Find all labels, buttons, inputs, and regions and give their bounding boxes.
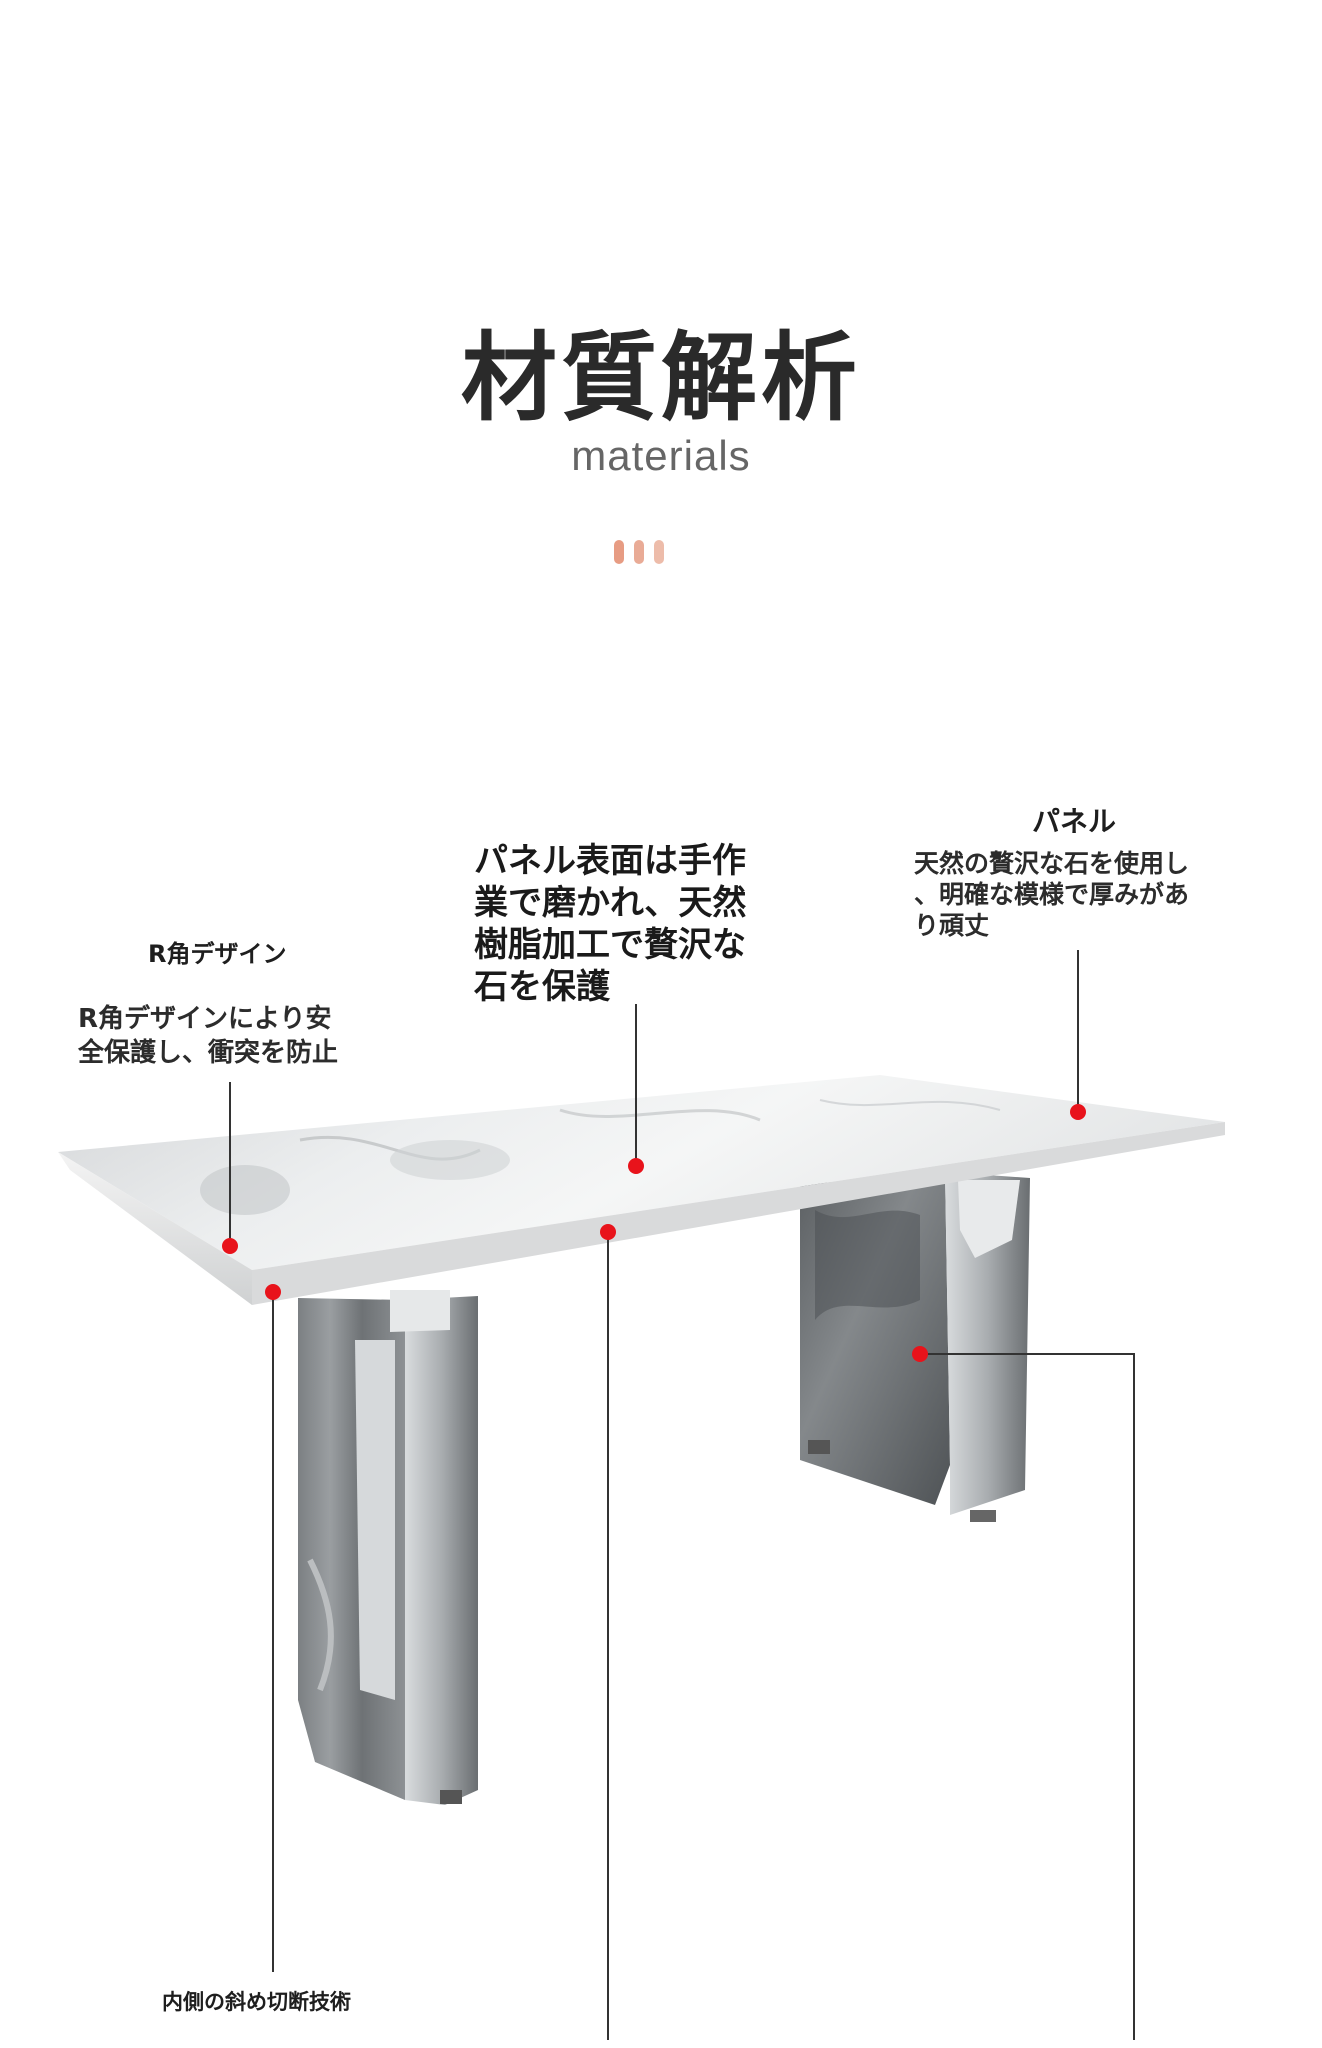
marker-leg (912, 1346, 928, 1362)
callout-r-corner-desc: R角デザインにより安 全保護し、衝突を防止 (78, 1002, 338, 1070)
markers (222, 1104, 1086, 1362)
marker-center (600, 1224, 616, 1240)
callout-r-corner-title: R角デザイン (148, 940, 287, 968)
callout-surface-line4: 石を保護 (474, 967, 610, 1007)
callout-panel-desc: 天然の贅沢な石を使用し 、明確な模様で厚みがあ り頑丈 (914, 848, 1189, 941)
marker-surface (628, 1158, 644, 1174)
leader-lines (229, 950, 1135, 2040)
dot-1 (614, 540, 624, 564)
marker-panel (1070, 1104, 1086, 1120)
marker-r-corner (222, 1238, 238, 1254)
callout-panel-desc-line2: 、明確な模様で厚みがあ (914, 880, 1190, 909)
callout-panel-desc-line1: 天然の贅沢な石を使用し (914, 849, 1190, 878)
dot-2 (634, 540, 644, 564)
callout-r-corner-desc-line1: R角デザインにより安 (78, 1004, 332, 1034)
page-title: 材質解析 (461, 322, 861, 434)
callout-surface-line2: 業で磨かれ、天然 (474, 883, 747, 923)
marble-table-top (58, 1075, 1225, 1305)
back-leg (800, 1172, 1030, 1522)
decorative-dots (612, 540, 672, 564)
page-subtitle: materials (571, 432, 751, 479)
callout-surface-line3: 樹脂加工で贅沢な (474, 925, 746, 965)
callout-panel-title: パネル (1032, 805, 1117, 838)
callout-r-corner-desc-line2: 全保護し、衝突を防止 (78, 1038, 339, 1068)
callout-bevel-title: 内側の斜め切断技術 (162, 1990, 351, 2014)
callout-panel-desc-line3: り頑丈 (914, 911, 990, 940)
leader-leg (920, 1353, 1135, 2040)
callout-surface-line1: パネル表面は手作 (474, 841, 746, 881)
callout-surface: パネル表面は手作 業で磨かれ、天然 樹脂加工で贅沢な 石を保護 (474, 840, 746, 1008)
marker-bevel (265, 1284, 281, 1300)
dot-3 (654, 540, 664, 564)
front-leg (298, 1290, 478, 1805)
